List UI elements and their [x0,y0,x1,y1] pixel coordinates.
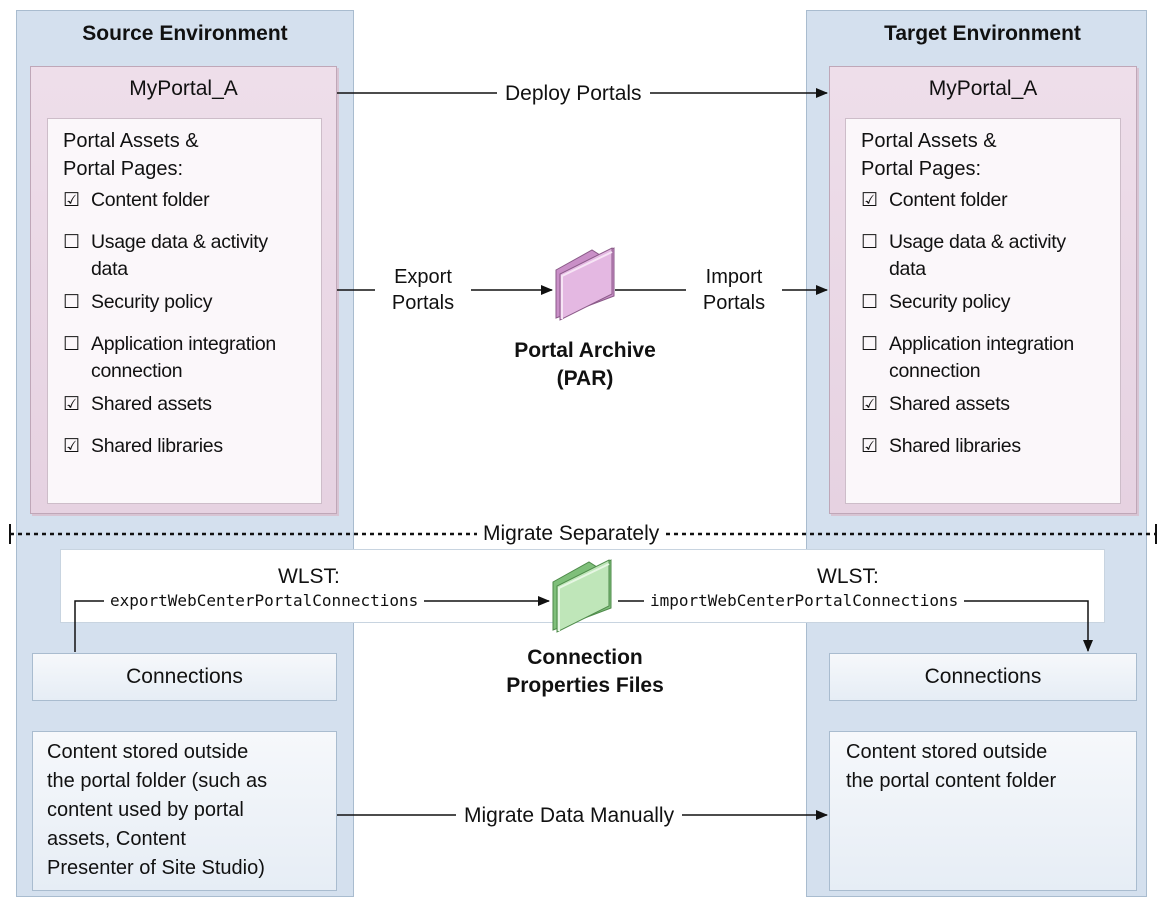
asset-label: Shared assets [91,393,212,415]
asset-label: Shared libraries [91,435,223,457]
wlst-import-command: importWebCenterPortalConnections [644,591,965,610]
asset-item: ☐ Security policy [861,289,1117,316]
wlst-export-prefix: WLST: [278,565,340,588]
target-env-title: Target Environment [884,22,1081,45]
target-content-outside-box: Content stored outside the portal conten… [829,731,1137,891]
connection-files-folder-icon [552,559,612,633]
target-connections-box: Connections [829,653,1137,701]
source-connections-box: Connections [32,653,337,701]
target-assets-heading: Portal Assets & Portal Pages: [861,130,997,180]
source-env-title: Source Environment [82,22,288,45]
wlst-export-command: exportWebCenterPortalConnections [104,591,425,610]
checkbox-checked-icon: ☑ [861,394,878,415]
asset-label: Security policy [889,291,1011,313]
asset-item: ☐ Security policy [63,289,318,316]
source-assets-heading: Portal Assets & Portal Pages: [63,130,199,180]
target-portal-name: MyPortal_A [928,77,1038,100]
checkbox-unchecked-icon: ☐ [861,292,878,313]
portal-archive-label: Portal Archive (PAR) [514,339,656,390]
source-connections-label: Connections [126,665,243,688]
migrate-separately-label: Migrate Separately [477,522,666,546]
source-portal-name: MyPortal_A [129,77,238,100]
checkbox-unchecked-icon: ☐ [861,232,878,253]
checkbox-unchecked-icon: ☐ [63,292,80,313]
asset-label: Shared libraries [889,435,1021,457]
asset-label: Content folder [889,189,1008,211]
checkbox-unchecked-icon: ☐ [63,334,80,355]
wlst-import-prefix: WLST: [817,565,879,588]
import-portals-label: Import Portals [686,264,782,316]
source-content-outside-box: Content stored outside the portal folder… [32,731,337,891]
asset-item: ☑ Shared assets [861,391,1117,418]
export-portals-label: Export Portals [375,264,471,316]
asset-label: Content folder [91,189,210,211]
checkbox-checked-icon: ☑ [63,436,80,457]
target-connections-label: Connections [924,665,1042,688]
asset-item: ☑ Shared libraries [63,433,318,460]
deploy-portals-label: Deploy Portals [497,82,650,106]
asset-label: Security policy [91,291,213,313]
portal-archive-folder-icon [555,247,615,321]
checkbox-checked-icon: ☑ [861,190,878,211]
checkbox-unchecked-icon: ☐ [63,232,80,253]
asset-item: ☑ Shared libraries [861,433,1117,460]
source-assets-panel [47,118,322,504]
target-assets-panel [845,118,1121,504]
checkbox-checked-icon: ☑ [63,394,80,415]
asset-label: Shared assets [889,393,1010,415]
asset-item: ☑ Shared assets [63,391,318,418]
checkbox-unchecked-icon: ☐ [861,334,878,355]
target-assets-content: Portal Assets & Portal Pages: ☑ Content f… [861,127,1117,475]
asset-item: ☑ Content folder [861,187,1117,214]
checkbox-checked-icon: ☑ [63,190,80,211]
checkbox-checked-icon: ☑ [861,436,878,457]
source-assets-content: Portal Assets & Portal Pages: ☑ Content f… [63,127,318,475]
asset-item: ☑ Content folder [63,187,318,214]
connection-files-label: Connection Properties Files [506,646,664,697]
migrate-manually-label: Migrate Data Manually [456,804,683,828]
